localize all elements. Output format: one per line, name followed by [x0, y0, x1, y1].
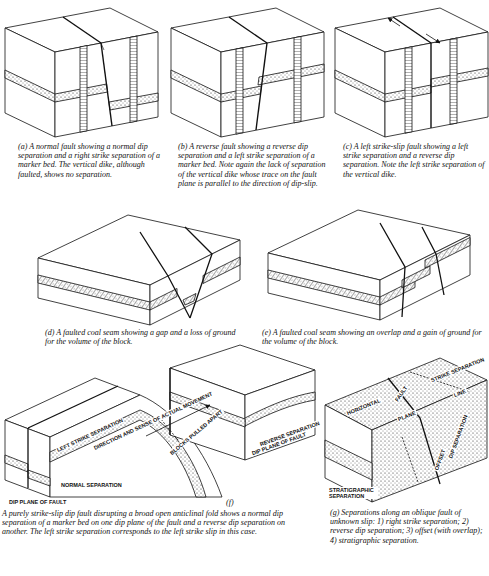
figure-caption: (c) A left strike-slip fault showing a l…	[343, 142, 485, 179]
figure-caption: (e) A faulted coal seam showing an overl…	[262, 328, 482, 346]
coal-seam-overlap-block-part	[380, 223, 470, 317]
anticline-fault-block-part	[28, 386, 118, 428]
anticline-fault-block-part	[245, 370, 315, 460]
coal-seam-overlap-block-part-part	[402, 266, 430, 288]
normal-fault-block-part-part	[63, 17, 101, 43]
normal-fault-block-part	[5, 8, 158, 137]
strike-slip-block	[335, 8, 488, 137]
oblique-fault-block	[325, 358, 487, 502]
coal-seam-gap-block-part-part	[185, 227, 212, 318]
strike-slip-block-part-part	[393, 17, 431, 43]
strike-slip-block-part	[335, 8, 488, 137]
coal-seam-overlap-block	[268, 210, 470, 320]
figure-label: STRATIGRAPHIC SEPARATION	[328, 487, 378, 499]
anticline-fault-block	[5, 345, 315, 497]
reverse-fault-block-part	[171, 8, 324, 137]
figure-caption: (g) Separations along an oblique fault o…	[330, 508, 485, 545]
figure-caption: (d) A faulted coal seam showing a gap an…	[45, 328, 240, 346]
strike-slip-block-part-part	[450, 38, 457, 124]
reverse-fault-block-part-part	[229, 17, 267, 43]
strike-slip-block-part-part	[430, 43, 431, 128]
normal-fault-block-part-part	[80, 46, 87, 133]
reverse-fault-block-part-part	[236, 48, 243, 134]
anticline-fault-block-part	[5, 420, 50, 497]
coal-seam-gap-block-part-part	[150, 289, 177, 311]
anticline-fault-block-part	[27, 428, 28, 488]
figure-caption: (f)	[226, 498, 234, 507]
figure-label: NORMAL SEPARATION	[60, 482, 123, 488]
anticline-fault-block-part	[28, 470, 50, 486]
strike-slip-block-part-part	[405, 47, 412, 133]
oblique-fault-block-part	[325, 440, 372, 480]
figure-label: DIP PLANE OF FAULT	[8, 499, 67, 505]
strike-slip-block-part-part	[431, 68, 488, 87]
coal-seam-overlap-block-part-part	[422, 227, 444, 295]
coal-seam-overlap-block-part-part	[380, 223, 405, 317]
normal-fault-block-part-part	[101, 43, 112, 126]
coal-seam-gap-block	[38, 215, 240, 325]
coal-seam-gap-block-part	[140, 227, 240, 318]
coal-seam-gap-block-part-part	[203, 257, 240, 284]
reverse-fault-block-part	[221, 17, 324, 134]
normal-fault-block-part-part	[130, 36, 137, 122]
strike-slip-block-part-part	[388, 18, 400, 26]
oblique-fault-block-part	[372, 380, 487, 502]
coal-seam-gap-block-part-part	[140, 232, 190, 318]
figure-caption: A purely strike-slip dip fault disruptin…	[2, 509, 307, 537]
figure-caption: (b) A reverse fault showing a reverse di…	[178, 142, 328, 188]
oblique-fault-block-part	[402, 437, 418, 482]
reverse-fault-block	[171, 8, 324, 137]
oblique-fault-block-part	[420, 418, 440, 484]
anticline-fault-block-part	[160, 418, 178, 440]
coal-seam-overlap-block-part-part	[425, 238, 470, 269]
strike-slip-block-part	[385, 17, 488, 133]
coal-seam-gap-block-part	[38, 215, 240, 325]
figure-caption: (a) A normal fault showing a normal dip …	[18, 142, 163, 179]
reverse-fault-block-part-part	[256, 43, 267, 130]
normal-fault-block	[5, 8, 158, 137]
anticline-fault-block-part	[5, 455, 28, 472]
normal-fault-block-part	[55, 17, 158, 132]
anticline-fault-block-part	[245, 392, 315, 426]
coal-seam-gap-block-part-part	[183, 294, 196, 306]
reverse-fault-block-part-part	[294, 37, 301, 123]
normal-fault-block-part-part	[101, 43, 104, 50]
reverse-fault-block-part-part	[258, 64, 324, 85]
coal-seam-overlap-block-part	[268, 210, 470, 320]
strike-slip-block-part-part	[426, 34, 440, 43]
